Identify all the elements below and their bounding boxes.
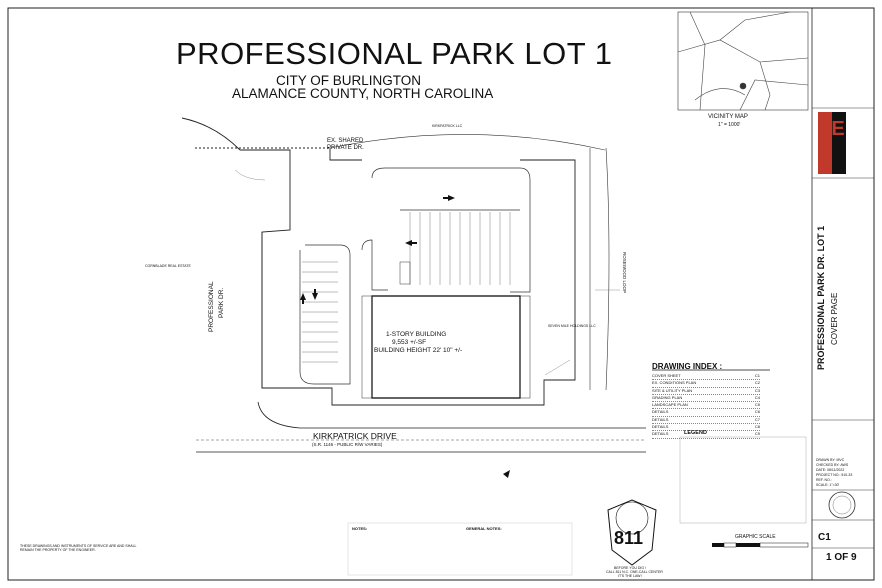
street-sub-label: (S.R. 1146 - PUBLIC R/W VARIES) [312,442,383,447]
call-811-logo: 811 [614,528,644,548]
street-label: KIRKPATRICK DRIVE [313,431,397,441]
sheet-number: C1 [818,532,831,543]
project-name: PROFESSIONAL PARK DR. LOT 1 [816,225,826,370]
shared-drive-label-2: PRIVATE DR. [327,145,364,151]
sheet-count: 1 OF 9 [826,552,857,563]
scale: SCALE: 1"=30' [816,483,840,487]
city-label: CITY OF BURLINGTON [276,73,422,88]
building-label: 1-STORY BUILDING [386,331,447,338]
drawn-by: DRAWN BY: MVC [816,458,845,462]
project-no: PROJECT NO.: 510-33 [816,473,853,477]
county-label: ALAMANCE COUNTY, NORTH CAROLINA [232,86,494,101]
shared-drive-label: EX. SHARED [327,138,364,144]
professional-park-label: PROFESSIONAL [208,281,215,332]
building-height: BUILDING HEIGHT 22' 10" +/- [374,347,463,354]
owner-right-label: SEVEN MILE HOLDINGS LLC [548,324,596,328]
legend-title: LEGEND [684,430,707,436]
professional-park-label-2: PARK DR. [218,287,225,318]
disclaimer-text: THESE DRAWINGS AND INSTRUMENTS OF SERVIC… [20,544,137,553]
rosewood-loop-label: ROSEWOOD LOOP [622,252,627,294]
ref-no: REF. NO.: [816,478,832,482]
checked-by: CHECKED BY: AWS [816,463,849,467]
call-811-line-1: BEFORE YOU DIG ! [614,566,647,570]
vicinity-map-scale: 1" = 1000' [718,122,741,128]
drawing-index-title: DRAWING INDEX : [652,362,723,371]
graphic-scale-label: GRAPHIC SCALE [735,534,776,540]
owner-top-label: KIRKPATRICK LLC [432,124,463,128]
general-notes-title: GENERAL NOTES: [466,526,502,531]
call-811-line-2: CALL 811 N.C. ONE-CALL CENTER [606,570,663,574]
date: DATE: 08/11/2022 [816,468,845,472]
drawing-title: PROFESSIONAL PARK LOT 1 [176,36,613,71]
owner-left-label: CORNBLADE REAL ESTATE [145,264,191,268]
call-811-line-3: IT'S THE LAW ! [618,574,643,578]
notes-title: NOTES: [352,526,368,531]
vicinity-map-label: VICINITY MAP [708,114,748,120]
sheet-name: COVER PAGE [830,292,839,345]
building-area: 9,553 +/-SF [392,339,427,346]
